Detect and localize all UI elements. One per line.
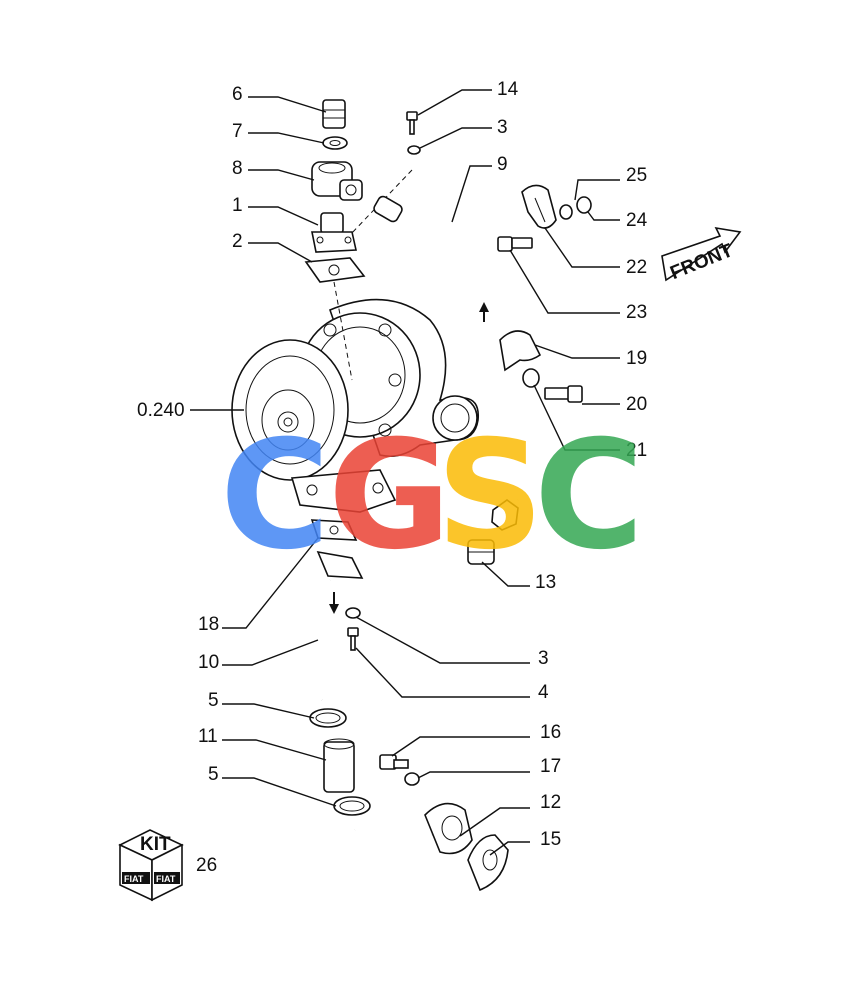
callout-9: 9 (497, 154, 508, 175)
callout-labels: 6 7 8 1 2 0.240 14 3 9 25 24 22 23 19 20… (137, 79, 648, 876)
kit-box: KIT FIAT FIAT (118, 829, 184, 902)
callout-22: 22 (626, 257, 647, 278)
callout-21: 21 (626, 440, 647, 461)
top-bolt (406, 111, 421, 155)
front-arrow: FRONT (661, 226, 742, 284)
callout-5-lower: 5 (208, 764, 219, 785)
callout-1: 1 (232, 195, 243, 216)
callout-8: 8 (232, 158, 243, 179)
callout-11: 11 (198, 726, 218, 747)
callout-10: 10 (198, 652, 219, 673)
callout-0240: 0.240 (137, 400, 185, 421)
kit-label: KIT (140, 834, 171, 855)
top-fittings (304, 99, 413, 381)
callout-23: 23 (626, 302, 647, 323)
watermark-letter-4: C (534, 409, 644, 583)
callout-7: 7 (232, 121, 243, 142)
callout-25: 25 (626, 165, 647, 186)
turbocharger (231, 298, 480, 513)
callout-19: 19 (626, 348, 647, 369)
oil-feed-pipe (373, 195, 522, 565)
callout-6: 6 (232, 84, 243, 105)
watermark-letter-2: G (328, 409, 451, 583)
watermark: C G S C (220, 409, 644, 583)
clip-parts (497, 184, 592, 252)
callout-24: 24 (626, 210, 648, 231)
kit-side-label-left: FIAT (124, 874, 144, 884)
callout-14: 14 (497, 79, 519, 100)
callout-17: 17 (540, 756, 561, 777)
mid-bolt (345, 607, 361, 651)
watermark-letter-1: C (220, 409, 330, 583)
callout-15: 15 (540, 829, 561, 850)
callout-2: 2 (232, 231, 243, 252)
callout-26: 26 (196, 855, 217, 876)
callout-16: 16 (540, 722, 561, 743)
leader-lines (190, 89, 620, 856)
callout-3-mid: 3 (538, 648, 549, 669)
elbow-pipe (349, 802, 509, 892)
callout-18: 18 (198, 614, 219, 635)
lower-clamp (499, 330, 583, 403)
callout-12: 12 (540, 792, 561, 813)
kit-side-label-right: FIAT (156, 874, 176, 884)
callout-5-upper: 5 (208, 690, 219, 711)
hose-and-clamps (309, 708, 371, 816)
callout-13: 13 (535, 572, 556, 593)
callout-20: 20 (626, 394, 647, 415)
watermark-letter-3: S (436, 409, 544, 583)
callout-4: 4 (538, 682, 549, 703)
lower-bolt (379, 754, 420, 786)
callout-3-top: 3 (497, 117, 508, 138)
